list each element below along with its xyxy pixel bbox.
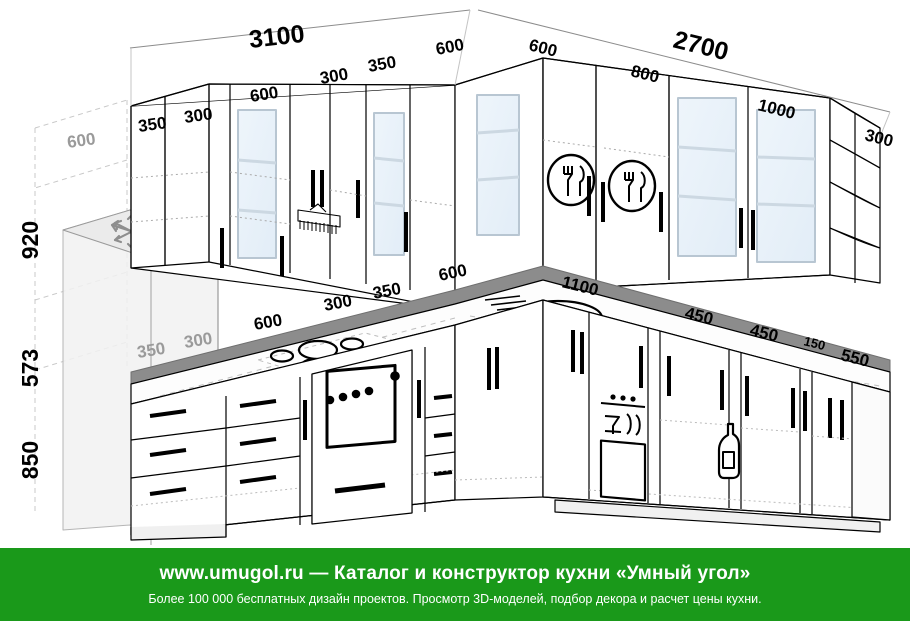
- fork-knife-icon-2: [607, 159, 657, 213]
- upper-cabinet-300[interactable]: [164, 84, 210, 265]
- dim-height-573: 573: [17, 349, 43, 387]
- base-right-end-corner[interactable]: [851, 381, 891, 521]
- upper-right-shelf-lines: [542, 139, 670, 158]
- base-left-handles: [149, 394, 453, 496]
- drying-rack-icon: [297, 203, 341, 234]
- base-drawers-left[interactable]: [130, 413, 456, 479]
- dim-depth-600: 600: [66, 129, 97, 152]
- dim-lower-left-4: 300: [322, 291, 353, 315]
- upper-corner-shelf[interactable]: [829, 97, 881, 284]
- dim-upper-left-4: 300: [318, 64, 349, 88]
- base-right-dividers: [588, 312, 813, 514]
- upper-left-dividers: [229, 84, 411, 290]
- dim-upper-left-5: 350: [366, 52, 397, 76]
- dim-lower-left-2: 300: [183, 329, 214, 352]
- dim-upper-left-2: 300: [183, 104, 214, 127]
- kitchen-3d-diagram: 3100 2700 350 300 600 300 350 600 600 80…: [17, 9, 895, 545]
- base-corner[interactable]: [454, 299, 544, 501]
- upper-corner-cabinet[interactable]: [454, 57, 544, 311]
- upper-glass-door-350[interactable]: [373, 112, 405, 256]
- dimension-lines: [129, 9, 891, 133]
- dishwasher-icon: [599, 394, 647, 502]
- footer-site-title: www.umugol.ru — Каталог и конструктор ку…: [159, 563, 751, 584]
- dim-lower-right-4: 150: [802, 333, 827, 353]
- dim-height-920: 920: [17, 221, 43, 259]
- base-corner-handles: [487, 347, 499, 390]
- base-right-handles: [571, 330, 844, 440]
- dim-height-850: 850: [17, 441, 43, 479]
- dim-lower-left-3: 600: [252, 310, 283, 334]
- upper-glass-door-600[interactable]: [237, 109, 277, 259]
- base-left-handle-verticals: [303, 380, 421, 440]
- upper-right-handles: [587, 176, 755, 250]
- upper-left-shelf-lines: [130, 171, 456, 225]
- dim-upper-left-1: 350: [137, 113, 168, 136]
- dim-lower-left-1: 350: [136, 339, 167, 362]
- fork-knife-icon: [546, 153, 596, 207]
- bottle-icon: [717, 422, 741, 480]
- dim-left-total: 3100: [248, 20, 306, 54]
- footer-subtitle: Более 100 000 бесплатных дизайн проектов…: [148, 592, 762, 606]
- dim-upper-right-1: 600: [527, 35, 559, 60]
- dim-upper-left-3: 600: [249, 83, 280, 106]
- site-footer-banner: www.umugol.ru — Каталог и конструктор ку…: [0, 548, 910, 621]
- oven-icon[interactable]: [311, 349, 413, 525]
- upper-cabinet-1000[interactable]: [668, 75, 831, 280]
